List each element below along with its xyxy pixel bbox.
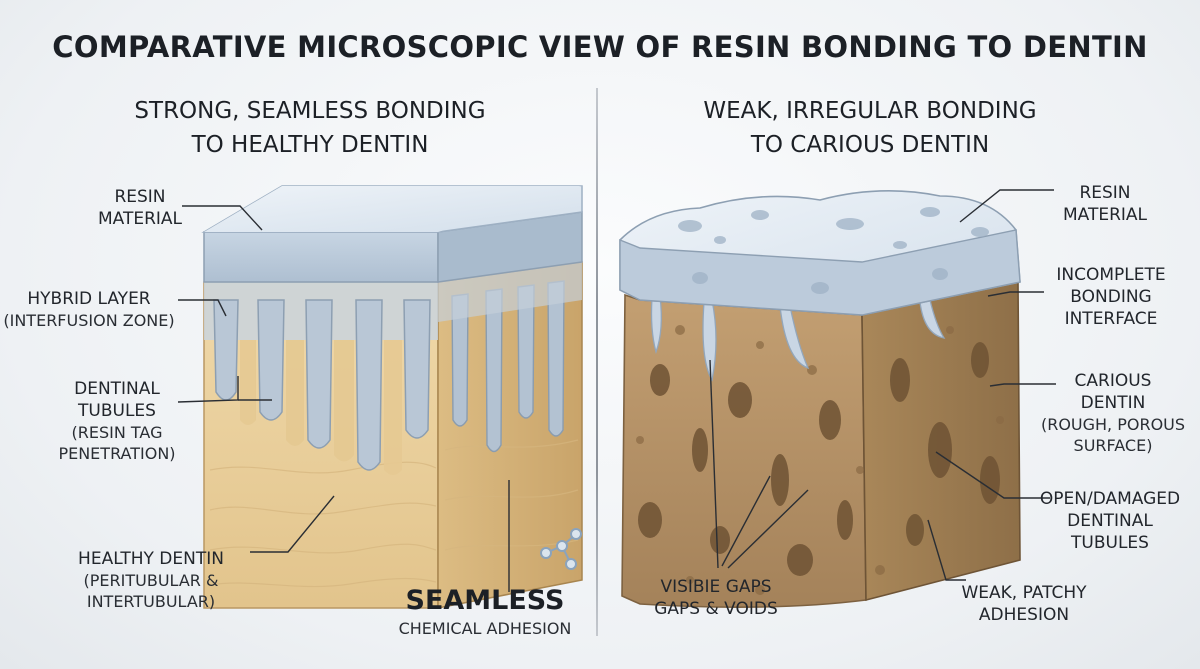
- label-line: TUBULES: [1071, 533, 1149, 553]
- label-healthy-dentin: HEALTHY DENTIN (PERITUBULAR & INTERTUBUL…: [46, 548, 256, 612]
- label-line: GAPS & VOIDS: [654, 599, 778, 619]
- left-panel-title: STRONG, SEAMLESS BONDING TO HEALTHY DENT…: [110, 94, 510, 162]
- label-seamless-adhesion: SEAMLESS CHEMICAL ADHESION: [360, 584, 610, 640]
- label-line: OPEN/DAMAGED: [1039, 489, 1181, 509]
- label-line: (INTERFUSION ZONE): [3, 311, 175, 330]
- right-title-line-2: TO CARIOUS DENTIN: [750, 132, 990, 158]
- leader-lines: [177, 189, 1056, 592]
- label-line: ADHESION: [978, 605, 1070, 625]
- label-hybrid-layer: HYBRID LAYER (INTERFUSION ZONE): [0, 288, 178, 331]
- left-title-line-1: STRONG, SEAMLESS BONDING: [134, 98, 486, 124]
- label-line: CARIOUS: [1074, 371, 1152, 391]
- label-line: VISIBIE GAPS: [660, 577, 772, 597]
- label-line: RESIN: [114, 187, 166, 207]
- label-line: HEALTHY DENTIN: [78, 549, 224, 569]
- label-line: (ROUGH, POROUS: [1040, 415, 1186, 434]
- label-line: PENETRATION): [58, 444, 176, 463]
- right-panel-title: WEAK, IRREGULAR BONDING TO CARIOUS DENTI…: [660, 94, 1080, 162]
- label-dentinal-tubules: DENTINAL TUBULES (RESIN TAG PENETRATION): [52, 378, 182, 464]
- label-line: DENTIN: [1080, 393, 1146, 413]
- label-line: WEAK, PATCHY: [961, 583, 1087, 603]
- panel-divider: [596, 88, 598, 636]
- label-line: SURFACE): [1073, 436, 1153, 455]
- page-title: COMPARATIVE MICROSCOPIC VIEW OF RESIN BO…: [52, 30, 1148, 64]
- label-open-damaged-tubules: OPEN/DAMAGED DENTINAL TUBULES: [1030, 488, 1190, 554]
- healthy-dentin-block: [201, 185, 583, 609]
- label-line: INTERTUBULAR): [86, 592, 216, 611]
- label-gaps-voids: VISIBIE GAPS GAPS & VOIDS: [636, 576, 796, 620]
- label-resin-material-left: RESIN MATERIAL: [80, 186, 200, 230]
- label-line: INCOMPLETE: [1056, 265, 1166, 285]
- label-line: HYBRID LAYER: [27, 289, 151, 309]
- label-carious-dentin: CARIOUS DENTIN (ROUGH, POROUS SURFACE): [1030, 370, 1196, 456]
- label-line: MATERIAL: [97, 209, 183, 229]
- label-line: DENTINAL: [74, 379, 160, 399]
- label-resin-material-right: RESIN MATERIAL: [1040, 182, 1170, 226]
- right-title-line-1: WEAK, IRREGULAR BONDING: [703, 98, 1037, 124]
- label-line: BONDING: [1070, 287, 1152, 307]
- carious-dentin-block: [619, 190, 1021, 608]
- label-incomplete-interface: INCOMPLETE BONDING INTERFACE: [1036, 264, 1186, 330]
- molecule-icon: [540, 528, 582, 570]
- label-line: DENTINAL: [1067, 511, 1153, 531]
- label-line: RESIN: [1079, 183, 1131, 203]
- label-weak-patchy-adhesion: WEAK, PATCHY ADHESION: [944, 582, 1104, 626]
- label-line: TUBULES: [78, 401, 156, 421]
- label-seamless-big: SEAMLESS: [405, 585, 565, 616]
- label-seamless-small: CHEMICAL ADHESION: [398, 619, 572, 638]
- left-title-line-2: TO HEALTHY DENTIN: [191, 132, 429, 158]
- label-line: (PERITUBULAR &: [83, 571, 219, 590]
- label-line: (RESIN TAG: [71, 423, 163, 442]
- label-line: INTERFACE: [1064, 309, 1158, 329]
- label-line: MATERIAL: [1062, 205, 1148, 225]
